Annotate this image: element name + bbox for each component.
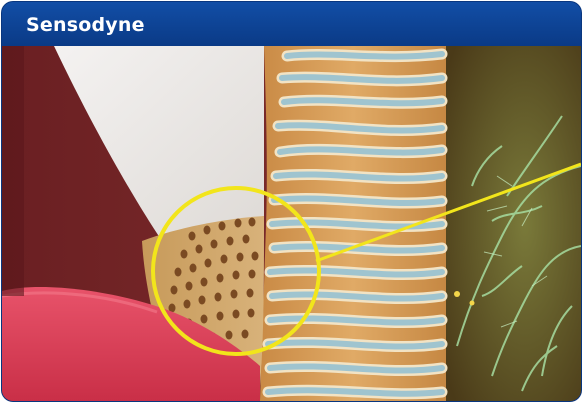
title-bar: Sensodyne [2,2,581,46]
illustration-svg [2,46,581,401]
pulp-nerves [440,46,581,401]
dentin-illustration [2,46,581,401]
brand-title: Sensodyne [26,14,145,36]
